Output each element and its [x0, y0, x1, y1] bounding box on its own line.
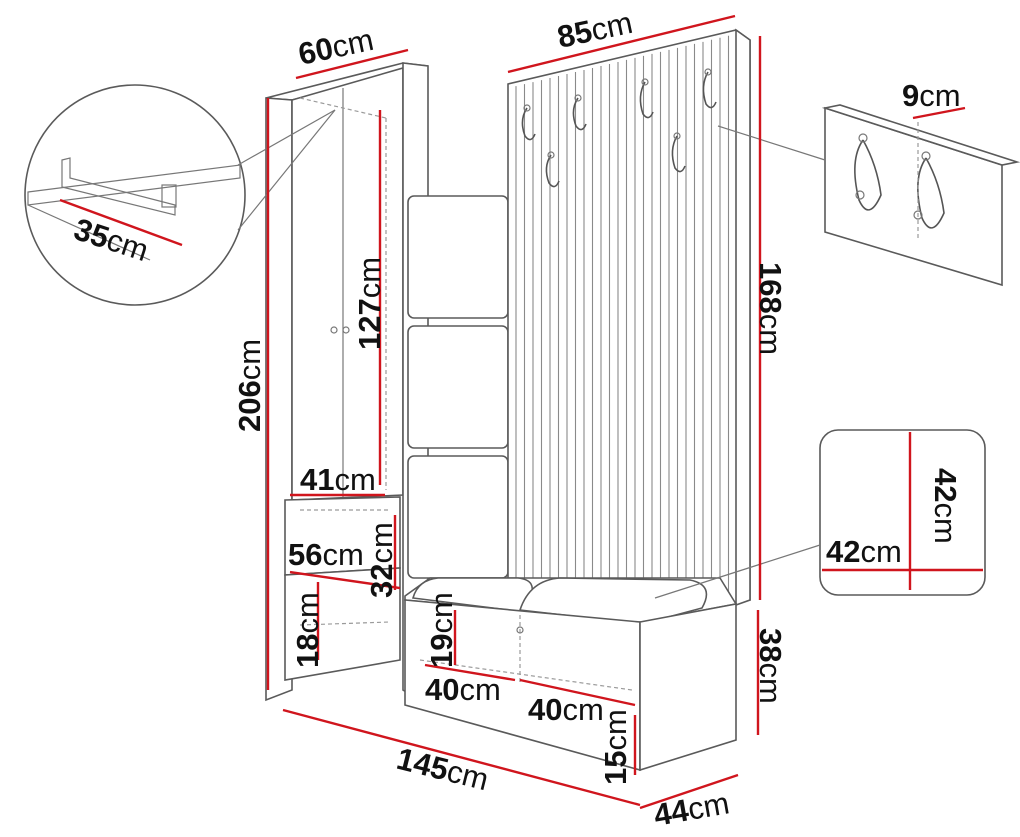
label-wardrobe-width: 60cm [295, 22, 376, 72]
coat-hooks [521, 68, 717, 188]
label-total-depth: 44cm [651, 785, 732, 833]
coat-hook-icon [639, 78, 654, 119]
coat-hook-icon [545, 151, 560, 188]
label-drawer-width: 56cm [288, 537, 364, 572]
cushion-detail-inset [654, 429, 986, 599]
label-cushion-height: 42cm [928, 468, 963, 544]
label-shelf-depth: 41cm [300, 462, 376, 497]
coat-hook-icon [913, 151, 945, 229]
coat-hook-icon [854, 133, 882, 211]
label-hook-spacing: 9cm [902, 78, 961, 113]
wall-panel [507, 28, 751, 641]
label-bottom-height: 18cm [290, 592, 325, 668]
label-total-height: 206cm [232, 339, 267, 432]
label-panel-height: 168cm [753, 262, 788, 355]
hook-detail-inset [717, 104, 1020, 287]
coat-hook-icon [671, 132, 686, 173]
coat-hook-icon [702, 68, 717, 109]
rail-detail-inset [24, 84, 336, 306]
label-inner-height: 127cm [352, 257, 387, 350]
side-cushions [407, 195, 509, 579]
dimension-lines [59, 14, 983, 810]
coat-hook-icon [521, 104, 536, 141]
panel-slats [515, 35, 730, 635]
label-bench-leg-height: 15cm [598, 709, 633, 785]
coat-hook-icon [572, 94, 587, 131]
label-panel-width: 85cm [554, 5, 635, 55]
label-drawer-height: 32cm [364, 522, 399, 598]
label-compartment-width-1: 40cm [425, 672, 501, 707]
bench [404, 577, 738, 772]
label-cushion-width: 42cm [826, 534, 902, 569]
label-bench-height: 38cm [753, 628, 788, 704]
label-total-width: 145cm [393, 741, 492, 797]
dimension-labels: 60cm 85cm 9cm 35cm 127cm 206cm 168cm 41c… [70, 5, 963, 833]
label-compartment-width-2: 40cm [528, 692, 604, 727]
label-bench-compartment-height: 19cm [424, 592, 459, 668]
